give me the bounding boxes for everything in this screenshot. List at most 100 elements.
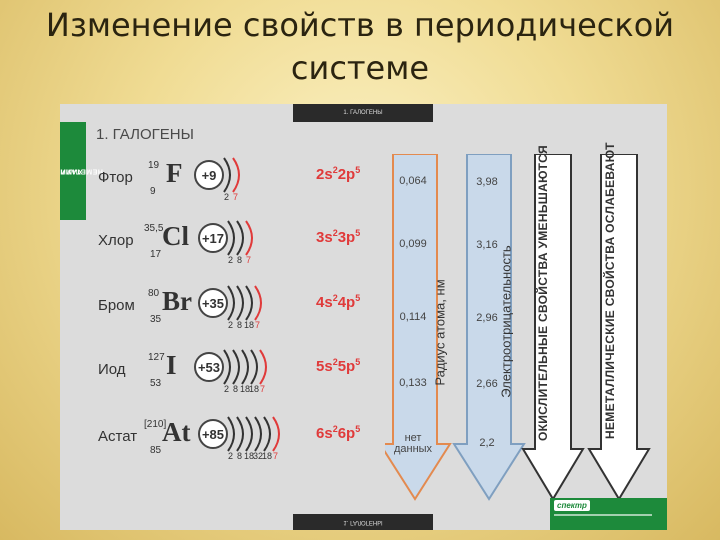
electron-shell-arc [236, 416, 244, 452]
electron-shells [223, 157, 240, 193]
nucleus-charge: +35 [198, 288, 228, 318]
electron-shell-arc [245, 285, 253, 321]
electron-shell-arc [241, 349, 249, 385]
electron-shell-arc [254, 416, 262, 452]
config-electrons: 5 [355, 228, 361, 238]
shell-count: 7 [254, 320, 260, 330]
atomic-number: 85 [150, 445, 162, 456]
config-orbital: 2p [337, 166, 356, 183]
shell-count: 8 [236, 255, 242, 265]
electron-shells [227, 416, 280, 452]
radius-value: 0,064 [399, 175, 427, 187]
shell-count: 8 [232, 384, 238, 394]
shell-count: 2 [227, 255, 233, 265]
electron-shell-arc [245, 220, 253, 256]
config-electrons: 2 [332, 228, 338, 238]
element-symbol: I [166, 350, 177, 380]
electron-shell-arc [263, 416, 271, 452]
electron-shell-arc [227, 220, 235, 256]
radius-arrow [385, 154, 452, 501]
shell-count: 18 [244, 320, 255, 330]
config-electrons: 2 [332, 293, 338, 303]
element-name: Иод [98, 361, 126, 378]
element-name: Фтор [98, 169, 133, 186]
radius-value: нет данных [393, 432, 433, 455]
config-electrons: 2 [332, 424, 338, 434]
shell-count: 18 [240, 384, 251, 394]
property-arrows [385, 154, 651, 501]
element-name: Астат [98, 428, 138, 445]
publisher-logo: спектр [550, 498, 667, 530]
element-symbol: F [166, 158, 183, 188]
electron-shell-arc [250, 349, 258, 385]
electron-shell-arc [236, 285, 244, 321]
electron-shell-arc [236, 220, 244, 256]
element-name: Бром [98, 297, 135, 314]
radius-value: 0,133 [399, 377, 427, 389]
atomic-mass: 35,5 [144, 223, 164, 234]
nonmetal-label: НЕМЕТАЛЛИЧЕСКИЕ СВОЙСТВА ОСЛАБЕВАЮТ [603, 142, 617, 439]
shell-count: 8 [236, 451, 242, 461]
shell-count: 7 [245, 255, 251, 265]
top-strip: 1. ГАЛОГЕНЫ [293, 104, 433, 122]
shell-count: 32 [253, 451, 264, 461]
electronegativity-value: 2,2 [479, 437, 495, 449]
atomic-number: 17 [150, 249, 162, 260]
config-orbital: 5p [337, 358, 356, 375]
electron-shells [227, 285, 262, 321]
electron-shell-arc [245, 416, 253, 452]
config-electrons: 2 [332, 165, 338, 175]
electron-config: 5s25p5 [316, 357, 360, 375]
shell-count: 18 [249, 384, 260, 394]
shell-count: 2 [223, 384, 229, 394]
side-label: ХИМИЯ НЕМЕТАЛЛЫ [60, 122, 103, 220]
electron-shells [227, 220, 253, 256]
atomic-number: 35 [150, 314, 162, 325]
electron-config: 2s22p5 [316, 165, 360, 183]
electron-shell-arc [232, 157, 240, 193]
shell-count: 2 [227, 451, 233, 461]
shell-count: 7 [232, 192, 238, 202]
electron-shell-arc [223, 157, 231, 193]
logo-text: спектр [554, 500, 590, 511]
electronegativity-value: 3,16 [476, 239, 498, 251]
oxidizing-arrow [521, 154, 585, 501]
electron-shell-arc [254, 285, 262, 321]
electron-config: 6s26p5 [316, 424, 360, 442]
config-electrons: 5 [355, 293, 361, 303]
electron-shell-arc [259, 349, 267, 385]
electron-shell-arc [227, 416, 235, 452]
config-electrons: 5 [355, 357, 361, 367]
atomic-mass: 19 [148, 160, 160, 171]
atomic-number: 53 [150, 378, 162, 389]
nucleus-charge: +85 [198, 419, 228, 449]
slide-title: Изменение свойств в периодической систем… [45, 6, 675, 87]
radius-value: 0,114 [399, 311, 427, 323]
electron-shell-arc [232, 349, 240, 385]
config-orbital: 4p [337, 294, 356, 311]
electron-shells [223, 349, 267, 385]
nucleus-charge: +17 [198, 223, 228, 253]
electronegativity-value: 3,98 [476, 176, 498, 188]
electron-config: 3s23p5 [316, 228, 360, 246]
oxidizing-label: ОКИСЛИТЕЛЬНЫЕ СВОЙСТВА УМЕНЬШАЮТСЯ [536, 145, 550, 441]
electronegativity-value: 2,66 [476, 378, 498, 390]
shell-count: 2 [223, 192, 229, 202]
config-orbital: 5s [316, 358, 333, 375]
section-title: 1. ГАЛОГЕНЫ [96, 126, 194, 143]
element-symbol: Br [162, 286, 192, 316]
electron-config: 4s24p5 [316, 293, 360, 311]
config-orbital: 3p [337, 229, 356, 246]
atomic-mass: [210] [144, 419, 167, 430]
electronegativity-value: 2,96 [476, 312, 498, 324]
electron-shell-arc [223, 349, 231, 385]
shell-count: 2 [227, 320, 233, 330]
config-electrons: 5 [355, 165, 361, 175]
